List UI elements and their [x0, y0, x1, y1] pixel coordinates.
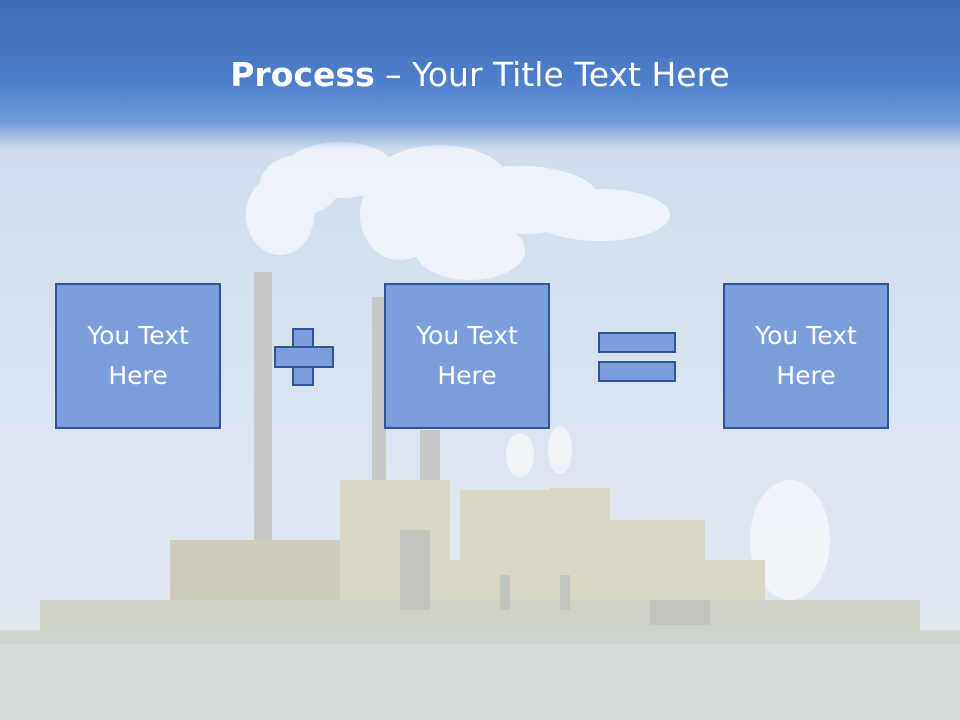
- process-box-3-text: You Text Here: [755, 321, 857, 390]
- slide-title[interactable]: Process – Your Title Text Here: [0, 52, 960, 98]
- title-rest: – Your Title Text Here: [374, 55, 730, 94]
- title-banner: [0, 0, 960, 150]
- process-box-1[interactable]: You Text Here: [55, 283, 221, 429]
- title-bold-word: Process: [230, 55, 375, 94]
- plus-center: [294, 348, 312, 366]
- equals-top-bar: [598, 332, 676, 353]
- process-box-3[interactable]: You Text Here: [723, 283, 889, 429]
- process-box-2[interactable]: You Text Here: [384, 283, 550, 429]
- process-box-2-text: You Text Here: [416, 321, 518, 390]
- equals-bottom-bar: [598, 361, 676, 382]
- process-box-1-text: You Text Here: [87, 321, 189, 390]
